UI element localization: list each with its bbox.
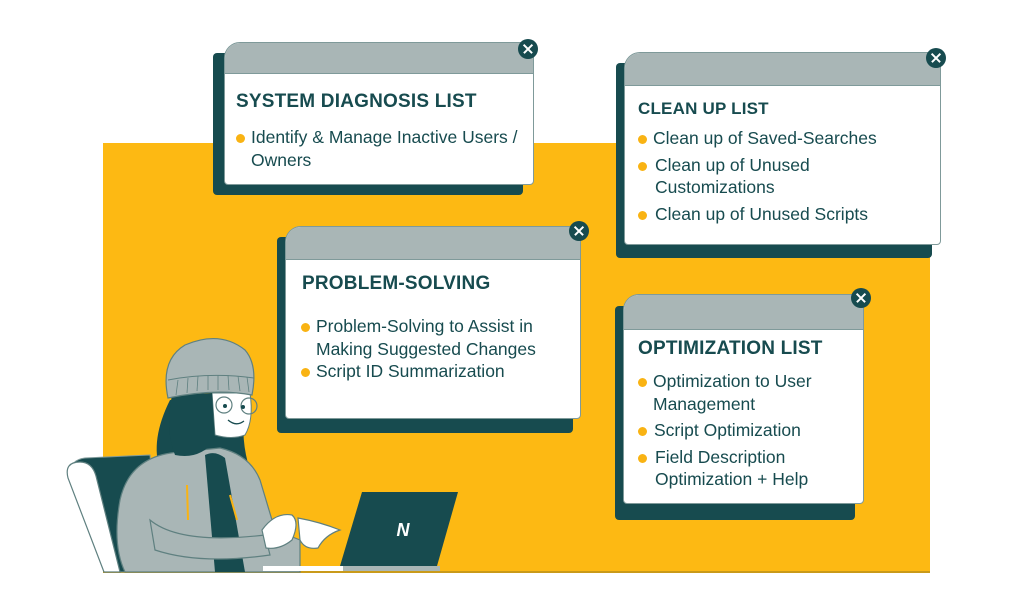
list-item: Clean up of Saved-Searches (637, 127, 937, 150)
card-header-bar (286, 227, 580, 260)
card-item-list: Problem-Solving to Assist in Making Sugg… (300, 315, 570, 383)
ground-line (103, 571, 930, 573)
list-item: Script Optimization (637, 419, 862, 442)
card-title: CLEAN UP LIST (638, 99, 769, 118)
card-item-list: Identify & Manage Inactive Users / Owner… (235, 126, 525, 171)
card-title: OPTIMIZATION LIST (638, 338, 823, 359)
bullet-dot-icon (301, 368, 310, 377)
bullet-dot-icon (638, 453, 647, 463)
list-item: Clean up of Unused Scripts (637, 203, 937, 226)
card-header-bar (225, 43, 533, 74)
clean-up-card: CLEAN UP LIST Clean up of Saved-Searches… (624, 52, 941, 245)
card-title: PROBLEM-SOLVING (302, 273, 491, 294)
problem-solving-card: PROBLEM-SOLVING Problem-Solving to Assis… (285, 226, 581, 419)
bullet-dot-icon (301, 323, 310, 332)
bullet-dot-icon (638, 135, 647, 144)
close-icon[interactable] (926, 48, 946, 68)
close-icon[interactable] (569, 221, 589, 241)
list-item: Identify & Manage Inactive Users / Owner… (235, 126, 525, 171)
bullet-dot-icon (638, 427, 647, 436)
optimization-card: OPTIMIZATION LIST Optimization to User M… (623, 294, 864, 504)
list-item: Field Description Optimization + Help (637, 446, 862, 491)
bullet-dot-icon (638, 161, 647, 171)
list-item: Problem-Solving to Assist in Making Sugg… (300, 315, 570, 360)
close-icon[interactable] (518, 39, 538, 59)
bullet-dot-icon (236, 134, 245, 143)
card-title: SYSTEM DIAGNOSIS LIST (236, 91, 477, 112)
bullet-dot-icon (638, 378, 647, 387)
card-header-bar (625, 53, 940, 86)
list-item: Optimization to User Management (637, 370, 862, 415)
system-diagnosis-card: SYSTEM DIAGNOSIS LIST Identify & Manage … (224, 42, 534, 185)
card-item-list: Optimization to User Management Script O… (637, 370, 862, 491)
close-icon[interactable] (851, 288, 871, 308)
bullet-dot-icon (638, 210, 647, 220)
card-item-list: Clean up of Saved-Searches Clean up of U… (637, 127, 937, 225)
card-header-bar (624, 295, 863, 330)
list-item: Script ID Summarization (300, 360, 570, 383)
list-item: Clean up of Unused Customizations (637, 154, 937, 199)
